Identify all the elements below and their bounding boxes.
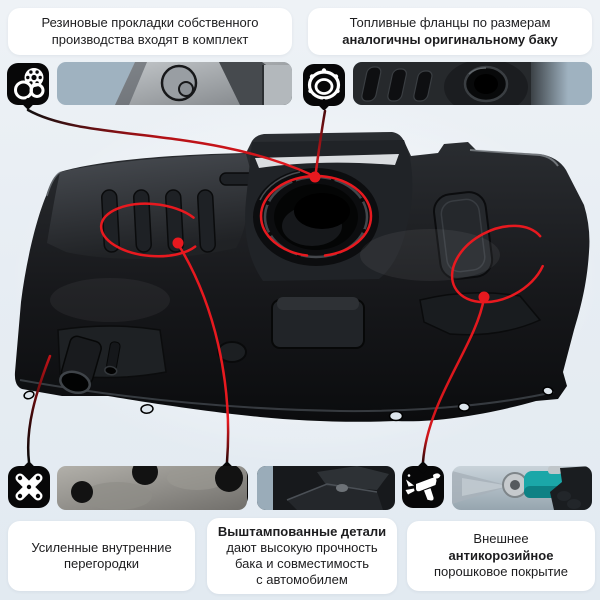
card-bottom-left: Усиленные внутренние перегородки [8,521,195,591]
callout-ellipse-coating [450,224,548,304]
flange-seat-metal-photo [57,62,292,105]
bottom-rim-highlight [19,379,555,413]
card-top-right: Топливные фланцы по размерам аналогичны … [308,8,592,55]
callout-line-baffles [26,354,52,464]
callout-dot-flange [309,171,321,183]
card-bottom-right-line3: порошковое покрытие [433,564,569,580]
mounting-holes [23,386,554,422]
card-bottom-left-line2: перегородки [63,556,140,571]
card-top-right-line1: Топливные фланцы по размерам [349,15,551,30]
baffle-plate-icon [8,466,50,508]
filler-pipe [59,335,102,395]
tank-flange-opening-photo [353,62,592,105]
callout-line-flange [314,109,327,177]
callout-dot-ribs [172,237,184,249]
callout-line-stamped [176,242,230,464]
card-bottom-right: Внешнее антикорозийное порошковое покрыт… [407,521,595,591]
right-recess [433,191,494,280]
filler-flange [253,168,379,266]
card-top-left: Резиновые прокладки собственного произво… [8,8,292,55]
callout-line-gaskets [26,108,314,177]
fuel-flange-icon [303,64,345,106]
hump-reflection [255,154,399,168]
vent-pipe [104,341,121,376]
stamped-parts-photo [257,466,395,510]
callout-ellipse-ribs [99,202,205,258]
card-top-right-line2: аналогичны оригинальному баку [342,31,558,47]
callout-ellipse-flange [259,174,373,258]
center-bench [271,297,365,349]
card-bottom-middle-line3: бака и совместимость [235,556,369,571]
callout-dot-coating [478,291,490,303]
card-bottom-right-line2: антикорозийное [448,547,554,563]
card-bottom-left-line1: Усиленные внутренние [31,539,172,555]
round-recess [217,341,247,363]
card-top-left-line2: производства входят в комплект [51,31,249,47]
card-top-left-line1: Резиновые прокладки собственного [41,15,259,30]
card-bottom-right-line1: Внешнее [473,531,529,547]
baffle-holes-metal-photo [57,466,247,510]
stamped-ribs [101,172,257,253]
card-bottom-middle-line1: Выштампованные детали [217,524,387,539]
card-bottom-middle-line2: дают высокую прочность [226,540,378,555]
card-bottom-middle-line4: с автомобилем [256,572,348,587]
callout-line-coating [421,296,486,464]
powder-coating-spray-gun-photo [452,466,592,510]
spray-gun-icon [402,466,444,508]
card-bottom-middle: Выштампованные детали дают высокую прочн… [207,518,397,594]
gasket-rings-icon [7,63,49,105]
